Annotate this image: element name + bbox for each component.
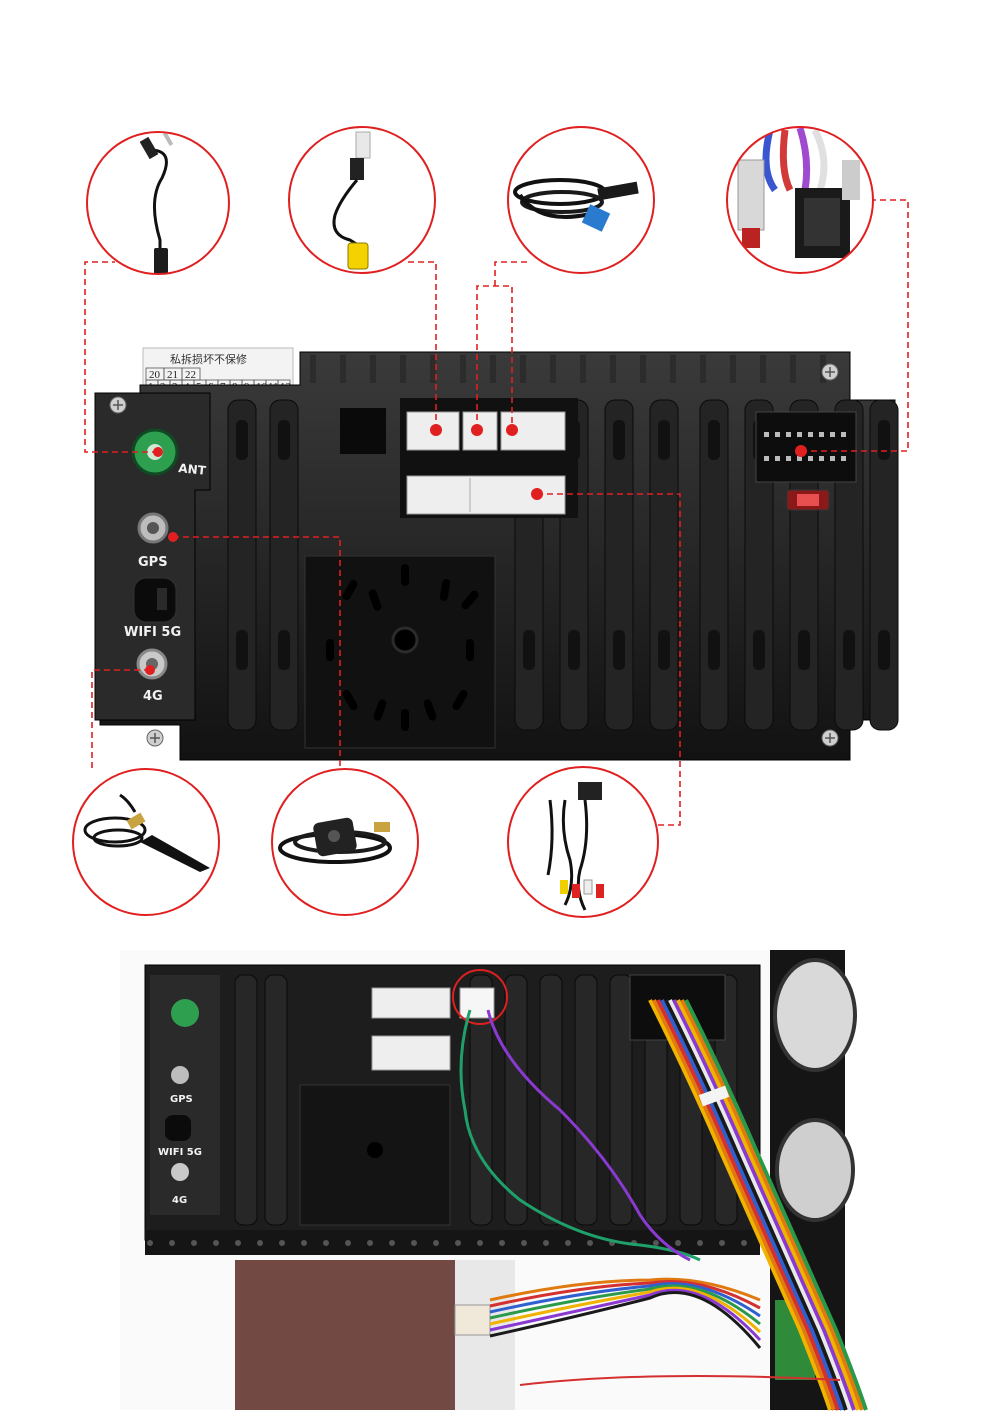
bottom-wifi-label: WIFI 5G xyxy=(158,1147,202,1158)
bottom-4g-label: 4G xyxy=(172,1195,187,1206)
accessory-av-rca-cable xyxy=(507,766,659,918)
4g-port: 4G xyxy=(136,648,168,704)
av-connector xyxy=(406,475,566,515)
accessory-rca-camera-adapter xyxy=(288,126,436,274)
accessory-4g-antenna xyxy=(72,768,220,916)
installed-unit-photo: GPS WIFI 5G 4G xyxy=(120,950,868,1411)
sticker-number: 20 xyxy=(149,369,161,381)
sticker-number: 22 xyxy=(185,369,196,381)
accessory-gps-antenna xyxy=(271,768,419,916)
sticker-warning-text: 私拆损坏不保修 xyxy=(170,352,247,366)
wifi-5g-port: WIFI 5G xyxy=(124,577,181,640)
usb-connectors xyxy=(406,411,566,451)
fan-grille xyxy=(304,555,496,749)
chassis-body xyxy=(99,351,896,761)
accessory-radio-antenna-adapter xyxy=(86,131,230,275)
square-cutout xyxy=(340,408,386,454)
4g-label: 4G xyxy=(143,689,163,704)
bottom-gps-label: GPS xyxy=(170,1094,193,1105)
gps-label: GPS xyxy=(138,555,168,570)
iso-socket xyxy=(755,411,857,511)
highlight-circle xyxy=(452,969,508,1025)
ant-label: ANT xyxy=(178,461,208,478)
head-unit-rear-view: 私拆损坏不保修 202122123456789101112 ANT GPS xyxy=(94,347,899,761)
gps-port: GPS xyxy=(137,512,178,570)
sticker-number: 21 xyxy=(167,369,178,381)
port-panel xyxy=(94,392,211,721)
accessory-iso-power-harness xyxy=(726,126,874,274)
wifi-label: WIFI 5G xyxy=(124,625,181,640)
accessory-usb-cable xyxy=(507,126,655,274)
leader-lines xyxy=(84,199,909,826)
